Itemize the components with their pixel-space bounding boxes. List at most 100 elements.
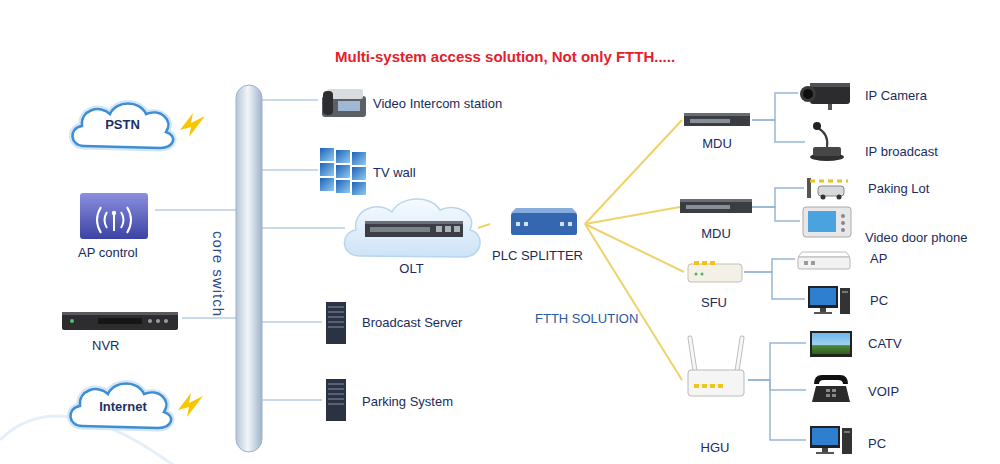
node-label: NVR bbox=[92, 338, 119, 353]
olt-cloud bbox=[445, 226, 451, 232]
sfu-device bbox=[702, 261, 707, 265]
plc-splitter-device bbox=[511, 213, 577, 235]
node-label: MDU bbox=[682, 136, 752, 151]
node-label: VOIP bbox=[868, 384, 899, 399]
video-door-phone-icon bbox=[803, 207, 851, 237]
parking-system-icon bbox=[328, 398, 344, 400]
ap-controller-icon bbox=[97, 207, 101, 233]
ap-controller-icon bbox=[113, 214, 115, 231]
hgu-router bbox=[710, 384, 715, 388]
node-label: PC bbox=[870, 293, 888, 308]
voip-phone-icon bbox=[812, 375, 850, 402]
network-link bbox=[262, 400, 322, 401]
mdu-device bbox=[684, 113, 750, 116]
terminal-node: CATV bbox=[806, 328, 916, 358]
cloud-node: PSTN bbox=[70, 100, 175, 150]
nvr-device bbox=[156, 319, 160, 323]
network-link bbox=[752, 93, 798, 120]
network-link bbox=[262, 228, 345, 229]
connector-line bbox=[748, 380, 806, 440]
catv-icon bbox=[810, 331, 852, 357]
plc-splitter-device bbox=[560, 222, 564, 226]
onu-node: MDU bbox=[682, 110, 752, 150]
video-door-phone-icon bbox=[808, 211, 836, 232]
connector-line bbox=[585, 224, 682, 380]
parking-lot-icon bbox=[807, 178, 848, 200]
hgu-router bbox=[737, 338, 742, 371]
ap-controller-icon bbox=[121, 212, 124, 228]
parking-system-icon bbox=[326, 379, 346, 421]
node-label: PSTN bbox=[70, 117, 175, 132]
tv-wall-icon bbox=[352, 167, 366, 180]
fiber-link bbox=[478, 224, 490, 228]
catv-icon bbox=[812, 333, 850, 354]
tv-wall-icon bbox=[336, 180, 350, 193]
fiber-link bbox=[585, 207, 680, 224]
broadcast-server-icon bbox=[328, 321, 344, 323]
section-label: FTTH SOLUTION bbox=[535, 311, 638, 326]
connector-line bbox=[752, 93, 798, 120]
nvr-device bbox=[62, 312, 178, 330]
olt-cloud bbox=[370, 227, 430, 232]
connector-line bbox=[262, 399, 322, 401]
node-label: PLC SPLITTER bbox=[490, 248, 585, 263]
hgu-router bbox=[718, 384, 723, 388]
parking-system-icon bbox=[328, 403, 344, 405]
sfu-device bbox=[701, 273, 704, 276]
node-label: core switch bbox=[211, 231, 226, 317]
nvr-device bbox=[98, 318, 142, 324]
broadcast-server-icon bbox=[326, 302, 346, 344]
pc-icon bbox=[808, 286, 850, 314]
ip-broadcast-icon bbox=[813, 122, 821, 130]
ip-camera-icon bbox=[810, 83, 850, 104]
tv-wall-icon bbox=[320, 178, 334, 191]
pc-icon bbox=[810, 426, 852, 454]
tv-wall-icon bbox=[352, 182, 366, 195]
connector-line bbox=[752, 120, 805, 142]
ip-camera-icon bbox=[800, 83, 850, 110]
ip-camera-icon bbox=[803, 89, 813, 99]
fiber-link bbox=[585, 224, 682, 380]
onu-node: MDU bbox=[680, 196, 752, 240]
connector-line bbox=[262, 169, 318, 171]
hgu-router bbox=[737, 338, 742, 371]
plc-splitter-device bbox=[568, 222, 572, 226]
sfu-device bbox=[695, 273, 698, 276]
olt-cloud bbox=[365, 221, 463, 237]
voip-phone-icon bbox=[832, 389, 836, 392]
voip-phone-icon bbox=[826, 394, 830, 397]
ap-controller-icon bbox=[105, 212, 108, 228]
connector-line bbox=[262, 227, 345, 229]
lightning-symbol bbox=[180, 113, 205, 137]
network-link bbox=[262, 100, 318, 101]
node-label: Broadcast Server bbox=[362, 315, 462, 330]
video-door-phone-icon bbox=[841, 221, 845, 225]
broadcast-server-icon bbox=[328, 316, 344, 318]
tv-wall-icon bbox=[320, 148, 334, 161]
olt-cloud bbox=[365, 221, 463, 224]
parking-lot-icon bbox=[818, 186, 844, 196]
network-link bbox=[752, 120, 805, 142]
ap-icon bbox=[798, 252, 850, 257]
pc-icon bbox=[808, 286, 850, 314]
splitter-node: PLC SPLITTER bbox=[490, 210, 585, 262]
terminal-node: AP bbox=[795, 245, 895, 272]
connector-line bbox=[744, 259, 795, 272]
connector-line bbox=[748, 343, 806, 380]
video-intercom-icon bbox=[338, 101, 360, 111]
olt-cloud bbox=[344, 199, 480, 257]
ap-controller-icon bbox=[80, 193, 148, 239]
nvr-device bbox=[70, 319, 74, 323]
fiber-link bbox=[585, 120, 682, 224]
terminal-node: PC bbox=[806, 423, 901, 457]
network-link bbox=[748, 343, 806, 380]
voip-phone-icon bbox=[832, 394, 836, 397]
parking-system-icon bbox=[328, 388, 344, 390]
node-label: CATV bbox=[868, 336, 902, 351]
olt-cloud bbox=[436, 226, 442, 232]
connector-line bbox=[262, 321, 322, 323]
voip-phone-icon bbox=[812, 386, 850, 402]
hgu-router bbox=[690, 338, 695, 371]
